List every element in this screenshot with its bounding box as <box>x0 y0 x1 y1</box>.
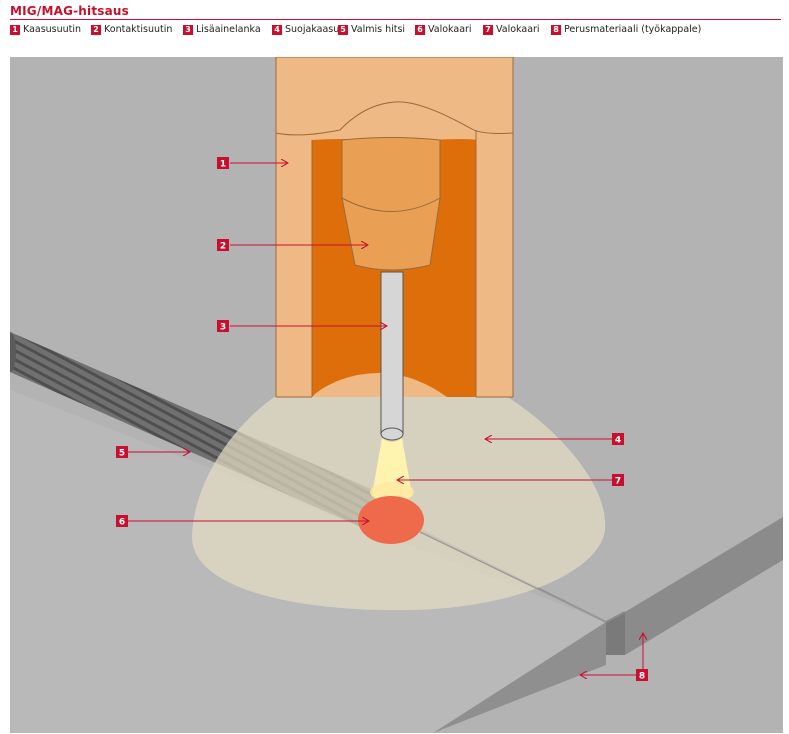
legend-label-7: Valokaari <box>496 24 540 35</box>
title-divider <box>10 19 781 20</box>
callout-8: 8 <box>580 633 648 682</box>
workpiece-right-end <box>606 612 625 655</box>
legend-badge-8: 8 <box>551 24 561 35</box>
legend-item-5: 5 Valmis hitsi <box>338 24 405 35</box>
workpiece-right-edge <box>625 517 783 655</box>
legend-item-1: 1 Kaasusuutin <box>10 24 81 35</box>
legend-badge-4: 4 <box>272 24 282 35</box>
diagram-title: MIG/MAG-hitsaus <box>10 4 130 18</box>
legend-label-6: Valokaari <box>428 24 472 35</box>
weld-bead-end <box>10 332 16 372</box>
workpiece-front-edge <box>433 622 606 733</box>
callout-number-7: 7 <box>615 477 621 487</box>
legend-badge-6: 6 <box>415 24 425 35</box>
legend-badge-1: 1 <box>10 24 20 35</box>
legend-label-3: Lisäainelanka <box>196 24 261 35</box>
callout-number-6: 6 <box>119 518 125 528</box>
legend-label-2: Kontaktisuutin <box>104 24 173 35</box>
legend-label-8: Perusmateriaali (työkappale) <box>564 24 702 35</box>
legend-item-2: 2 Kontaktisuutin <box>91 24 172 35</box>
callout-5: 5 <box>116 446 190 459</box>
legend-badge-2: 2 <box>91 24 101 35</box>
filler-wire <box>380 271 404 435</box>
callout-number-4: 4 <box>615 436 621 446</box>
legend-badge-5: 5 <box>338 24 348 35</box>
contact-tip <box>341 137 441 271</box>
callout-7: 7 <box>397 474 624 487</box>
gas-nozzle-cap <box>275 57 514 136</box>
callout-1: 1 <box>217 157 288 170</box>
callout-4: 4 <box>485 433 624 446</box>
callout-3: 3 <box>217 320 387 333</box>
legend-item-4: 4 Suojakaasu <box>272 24 339 35</box>
callout-number-5: 5 <box>119 449 125 459</box>
legend-item-7: 7 Valokaari <box>483 24 540 35</box>
legend-item-6: 6 Valokaari <box>415 24 472 35</box>
weld-pool <box>358 496 424 544</box>
callout-number-3: 3 <box>220 323 226 333</box>
callout-number-2: 2 <box>220 242 226 252</box>
callout-number-8: 8 <box>639 672 645 682</box>
joint-line-front <box>419 531 607 623</box>
callout-number-1: 1 <box>220 160 226 170</box>
legend-label-5: Valmis hitsi <box>351 24 406 35</box>
callout-6: 6 <box>116 515 369 528</box>
legend-label-1: Kaasusuutin <box>23 24 82 35</box>
legend-label-4: Suojakaasu <box>285 24 340 35</box>
legend-item-3: 3 Lisäainelanka <box>183 24 261 35</box>
legend-badge-3: 3 <box>183 24 193 35</box>
callout-2: 2 <box>217 239 368 252</box>
legend-badge-7: 7 <box>483 24 493 35</box>
legend-item-8: 8 Perusmateriaali (työkappale) <box>551 24 701 35</box>
